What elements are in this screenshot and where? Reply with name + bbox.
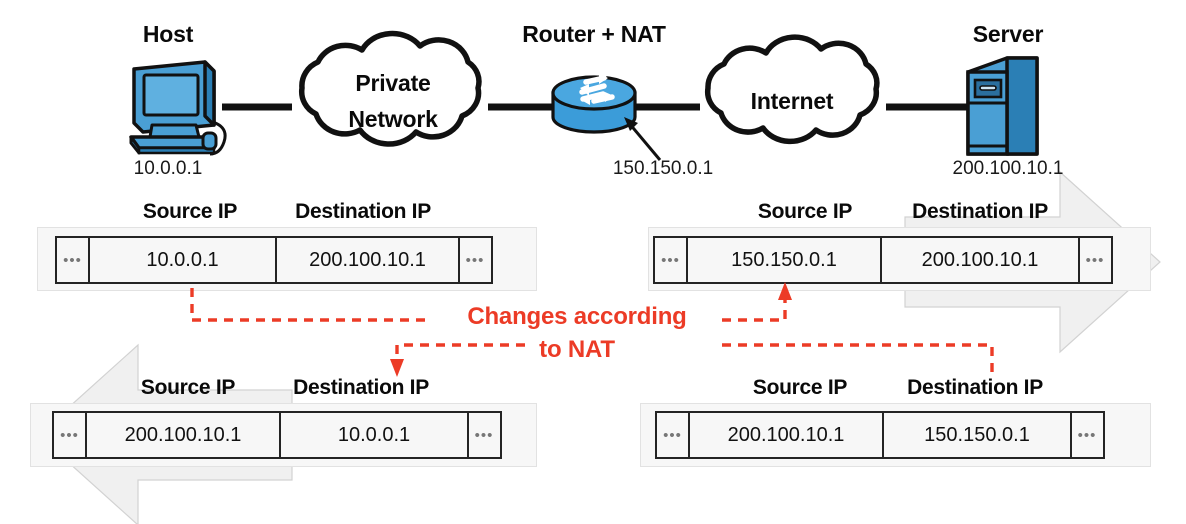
cell-source-ip: 200.100.10.1 (84, 411, 282, 459)
caption-source-ip-bottom-right: Source IP (752, 376, 848, 399)
private-network-label-line2: Network (348, 106, 438, 132)
router-icon (551, 74, 662, 161)
nat-link-dest-in (722, 343, 994, 372)
cell-destination-ip: 200.100.10.1 (880, 236, 1080, 284)
packet-bottom-left: ••• 200.100.10.1 10.0.0.1 ••• (52, 411, 502, 459)
packet-top-right: ••• 150.150.0.1 200.100.10.1 ••• (653, 236, 1113, 284)
caption-source-ip-top-left: Source IP (142, 200, 238, 223)
desktop-computer-icon (129, 60, 227, 156)
nat-annotation-line2: to NAT (539, 336, 615, 363)
cell-source-ip: 150.150.0.1 (685, 236, 883, 284)
nat-link-source-in (722, 297, 787, 322)
host-ip-label: 10.0.0.1 (133, 158, 203, 179)
nat-arrowhead-down (390, 359, 404, 377)
cell-leading-ellipsis: ••• (653, 236, 688, 284)
caption-destination-ip-top-right: Destination IP (912, 200, 1048, 223)
cell-trailing-ellipsis: ••• (1069, 411, 1105, 459)
cell-destination-ip: 150.150.0.1 (882, 411, 1072, 459)
cell-trailing-ellipsis: ••• (1077, 236, 1113, 284)
packet-bottom-right: ••• 200.100.10.1 150.150.0.1 ••• (655, 411, 1105, 459)
cell-leading-ellipsis: ••• (655, 411, 690, 459)
caption-source-ip-bottom-left: Source IP (140, 376, 236, 399)
internet-label: Internet (750, 88, 834, 114)
caption-destination-ip-bottom-left: Destination IP (293, 376, 429, 399)
nat-link-source-out (190, 288, 430, 322)
cell-trailing-ellipsis: ••• (457, 236, 493, 284)
cell-destination-ip: 200.100.10.1 (275, 236, 460, 284)
cell-leading-ellipsis: ••• (52, 411, 87, 459)
packet-top-left: ••• 10.0.0.1 200.100.10.1 ••• (55, 236, 493, 284)
caption-destination-ip-top-left: Destination IP (295, 200, 431, 223)
private-network-label-line1: Private (355, 70, 431, 96)
cell-destination-ip: 10.0.0.1 (279, 411, 469, 459)
nat-annotation-line1: Changes according (467, 303, 687, 330)
caption-source-ip-top-right: Source IP (757, 200, 853, 223)
cell-source-ip: 200.100.10.1 (687, 411, 885, 459)
router-ip-label: 150.150.0.1 (612, 158, 714, 179)
cell-source-ip: 10.0.0.1 (87, 236, 278, 284)
host-label: Host (142, 21, 194, 47)
server-ip-label: 200.100.10.1 (952, 158, 1064, 179)
router-label: Router + NAT (522, 21, 666, 47)
router-ip-pointer (627, 122, 662, 161)
server-label: Server (972, 21, 1044, 47)
cell-leading-ellipsis: ••• (55, 236, 90, 284)
server-rack-icon (966, 56, 1039, 156)
caption-destination-ip-bottom-right: Destination IP (907, 376, 1043, 399)
cell-trailing-ellipsis: ••• (466, 411, 502, 459)
